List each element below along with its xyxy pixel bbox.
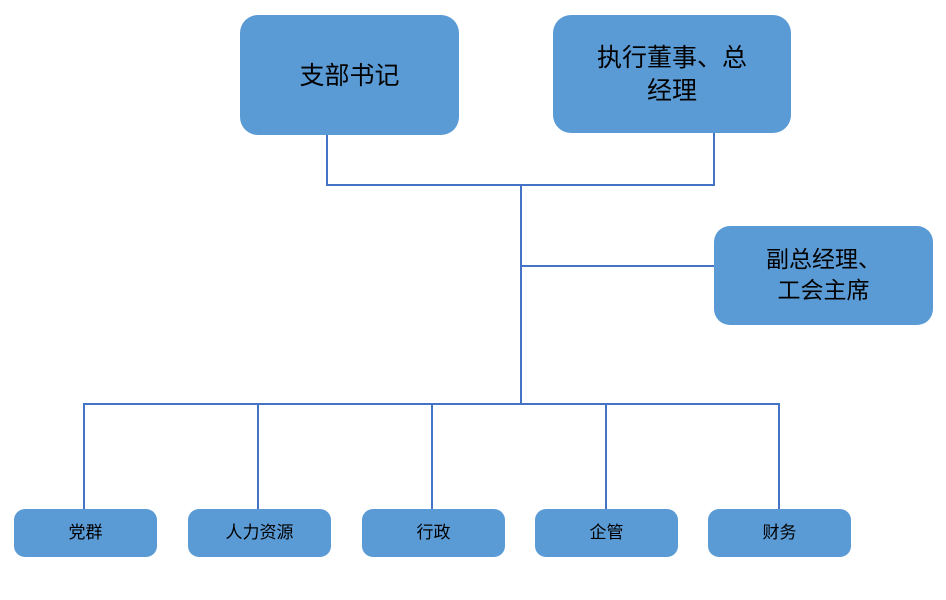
node-party-secretary-label: 支部书记 (299, 60, 400, 90)
node-party-masses-label: 党群 (68, 522, 103, 543)
node-executive-director-gm[interactable]: 执行董事、总 经理 (553, 15, 791, 133)
node-deputy-gm-union-chair-label: 副总经理、 工会主席 (766, 247, 881, 304)
node-enterprise-management-label: 企管 (589, 522, 624, 543)
node-finance-label: 财务 (762, 522, 797, 543)
connector-enterprise-management-drop (605, 403, 607, 510)
node-administration[interactable]: 行政 (362, 509, 505, 557)
node-deputy-gm-union-chair[interactable]: 副总经理、 工会主席 (714, 226, 933, 325)
node-human-resources-label: 人力资源 (225, 522, 294, 543)
node-enterprise-management[interactable]: 企管 (535, 509, 678, 557)
connector-main-spine (520, 184, 522, 405)
connector-administration-drop (431, 403, 433, 510)
node-finance[interactable]: 财务 (708, 509, 851, 557)
node-party-masses[interactable]: 党群 (14, 509, 157, 557)
node-party-secretary[interactable]: 支部书记 (240, 15, 459, 135)
node-human-resources[interactable]: 人力资源 (188, 509, 331, 557)
connector-party-secretary-drop (326, 135, 328, 186)
connector-finance-drop (778, 403, 780, 510)
node-executive-director-gm-label: 执行董事、总 经理 (596, 43, 747, 105)
connector-human-resources-drop (257, 403, 259, 510)
node-administration-label: 行政 (416, 522, 451, 543)
connector-executive-director-drop (713, 133, 715, 186)
connector-deputy-gm-branch (520, 265, 715, 267)
connector-party-masses-drop (83, 403, 85, 510)
